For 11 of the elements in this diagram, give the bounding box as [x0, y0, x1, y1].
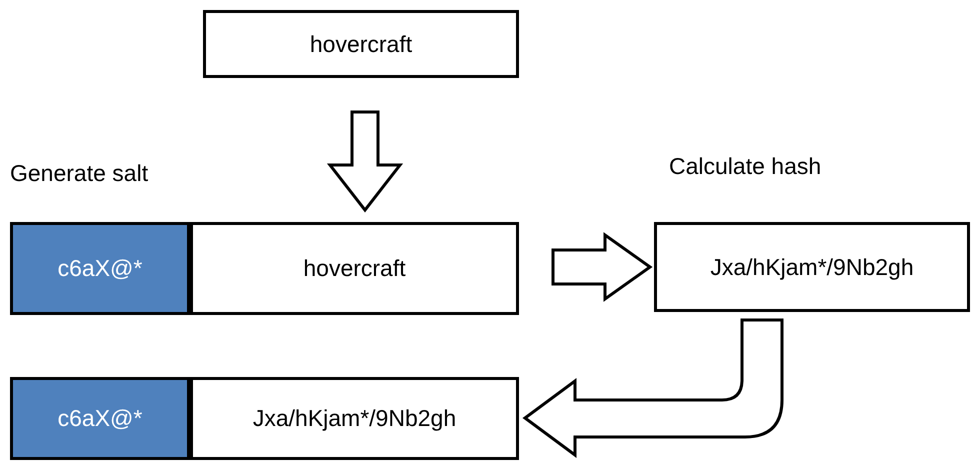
text-box: hovercraft	[203, 10, 519, 78]
step-label: Generate salt	[10, 159, 148, 188]
step-label: Calculate hash	[669, 152, 822, 181]
salt-box: c6aX@*	[10, 222, 190, 315]
block-arrow	[552, 232, 653, 302]
block-arrow	[524, 318, 784, 456]
block-arrow	[326, 110, 404, 212]
text-box: Jxa/hKjam*/9Nb2gh	[654, 222, 970, 312]
text-box: Jxa/hKjam*/9Nb2gh	[190, 377, 519, 460]
text-box: hovercraft	[190, 222, 519, 315]
salt-box: c6aX@*	[10, 377, 190, 460]
